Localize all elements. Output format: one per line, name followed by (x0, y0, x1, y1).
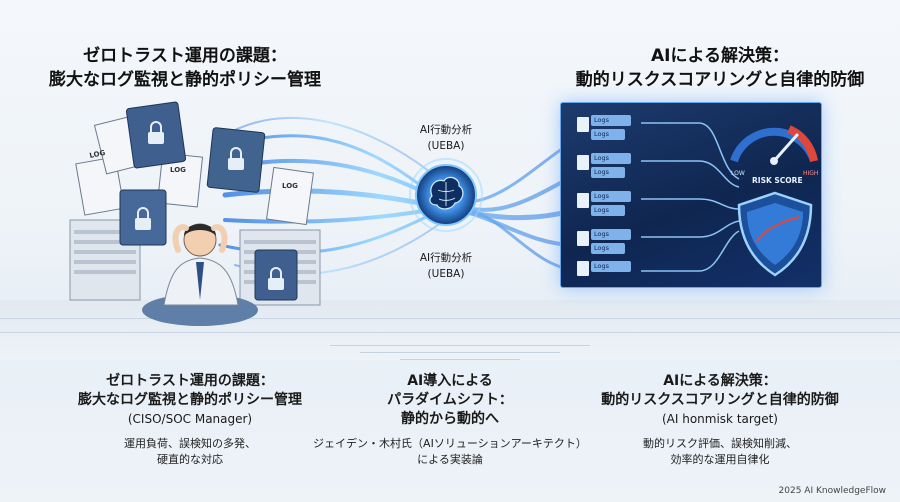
bottom-right-title-line-2: 動的リスクスコアリングと自律的防御 (601, 392, 839, 408)
log-label: Logs (591, 205, 625, 216)
circuit-line (360, 352, 560, 353)
log-entry: Logs Logs (577, 227, 633, 267)
top-right-title: AIによる解決策： 動的リスクスコアリングと自律的防御 (575, 44, 865, 92)
log-label: Logs (591, 243, 625, 254)
panel-graphics: LOW HIGH RISK SCORE (641, 122, 818, 277)
overwhelmed-operator-illustration: LOG LOG LOG (69, 101, 321, 326)
bottom-center-notes: ジェイデン・木村氏（AIソリューションアーキテクト） による実装論 (295, 436, 605, 468)
bottom-center-note-line-2: による実装論 (417, 453, 483, 466)
top-left-title: ゼロトラスト運用の課題： 膨大なログ監視と静的ポリシー管理 (40, 44, 330, 92)
operator-figure (142, 223, 258, 326)
log-label: Logs (591, 167, 625, 178)
bottom-center-title-line-3: 静的から動的へ (401, 411, 499, 427)
bottom-right-title-line-1: AIによる解決策： (663, 373, 777, 389)
log-label: Logs (591, 261, 631, 272)
log-sheet-labels: LOG LOG LOG (89, 149, 298, 190)
center-label-bottom: AI行動分析 (UEBA) (400, 250, 492, 282)
document-icon (577, 193, 589, 208)
bottom-left-note-line-1: 運用負荷、誤検知の多発、 (124, 437, 256, 450)
gauge-low-label: LOW (731, 170, 745, 177)
svg-text:LOG: LOG (89, 149, 106, 160)
top-right-title-line-1: AIによる解決策： (651, 46, 789, 66)
bottom-right-role: (AI honmisk target) (661, 412, 778, 426)
center-label-top-line-2: (UEBA) (427, 140, 465, 152)
bottom-left-role: (CISO/SOC Manager) (127, 412, 253, 426)
svg-text:LOG: LOG (282, 182, 298, 190)
bottom-center-title-line-2: パラダイムシフト： (387, 392, 513, 408)
document-icon (577, 155, 589, 170)
document-icon (577, 231, 589, 246)
gauge-caption: RISK SCORE (752, 176, 803, 185)
gauge-high-label: HIGH (803, 170, 818, 177)
bottom-center-title: AI導入による パラダイムシフト： 静的から動的へ (330, 372, 570, 429)
floor-divider (0, 318, 900, 319)
bottom-right-title: AIによる解決策： 動的リスクスコアリングと自律的防御 (AI honmisk … (575, 372, 865, 429)
log-entry: Logs Logs (577, 189, 633, 229)
bottom-left-title: ゼロトラスト運用の課題： 膨大なログ監視と静的ポリシー管理 (CISO/SOC … (55, 372, 325, 429)
center-label-bottom-line-1: AI行動分析 (419, 252, 473, 264)
log-label: Logs (591, 191, 631, 202)
center-label-top-line-1: AI行動分析 (419, 124, 473, 136)
bottom-right-note-line-2: 効率的な運用自律化 (670, 453, 770, 466)
brain-node (409, 158, 483, 232)
flow-arrows (641, 122, 740, 272)
locked-folders (119, 101, 298, 301)
log-entry: Logs Logs (577, 151, 633, 191)
top-left-title-line-1: ゼロトラスト運用の課題： (83, 46, 287, 66)
risk-dashboard-panel: Logs Logs Logs Logs Logs Logs Logs Logs … (560, 102, 822, 288)
top-right-title-line-2: 動的リスクスコアリングと自律的防御 (575, 70, 865, 90)
bottom-left-title-line-1: ゼロトラスト運用の課題： (106, 373, 274, 389)
risk-gauge-icon (730, 125, 818, 165)
log-entry: Logs (577, 259, 633, 283)
bottom-center-title-line-1: AI導入による (407, 373, 493, 389)
bottom-left-note-line-2: 硬直的な対応 (157, 453, 223, 466)
footer-credit: 2025 AI KnowledgeFlow (778, 486, 886, 496)
padlock-icon (135, 121, 284, 290)
log-label: Logs (591, 229, 631, 240)
top-left-title-line-2: 膨大なログ監視と静的ポリシー管理 (49, 70, 321, 90)
log-label: Logs (591, 153, 631, 164)
log-entry: Logs Logs (577, 113, 633, 153)
center-label-top: AI行動分析 (UEBA) (400, 122, 492, 154)
svg-text:LOG: LOG (170, 166, 186, 174)
circuit-line (330, 345, 590, 346)
shield-icon (737, 191, 813, 277)
log-label: Logs (591, 129, 625, 140)
bottom-left-notes: 運用負荷、誤検知の多発、 硬直的な対応 (80, 436, 300, 468)
bottom-right-notes: 動的リスク評価、誤検知削減、 効率的な運用自律化 (600, 436, 840, 468)
stream-line (234, 117, 441, 181)
document-icon (577, 117, 589, 132)
circuit-line (400, 359, 520, 360)
floor-divider (0, 332, 900, 333)
document-icon (577, 261, 589, 276)
bottom-center-note-line-1: ジェイデン・木村氏（AIソリューションアーキテクト） (313, 437, 587, 450)
log-label: Logs (591, 115, 631, 126)
center-label-bottom-line-2: (UEBA) (427, 268, 465, 280)
bottom-right-note-line-1: 動的リスク評価、誤検知削減、 (643, 437, 797, 450)
bottom-left-title-line-2: 膨大なログ監視と静的ポリシー管理 (78, 392, 302, 408)
